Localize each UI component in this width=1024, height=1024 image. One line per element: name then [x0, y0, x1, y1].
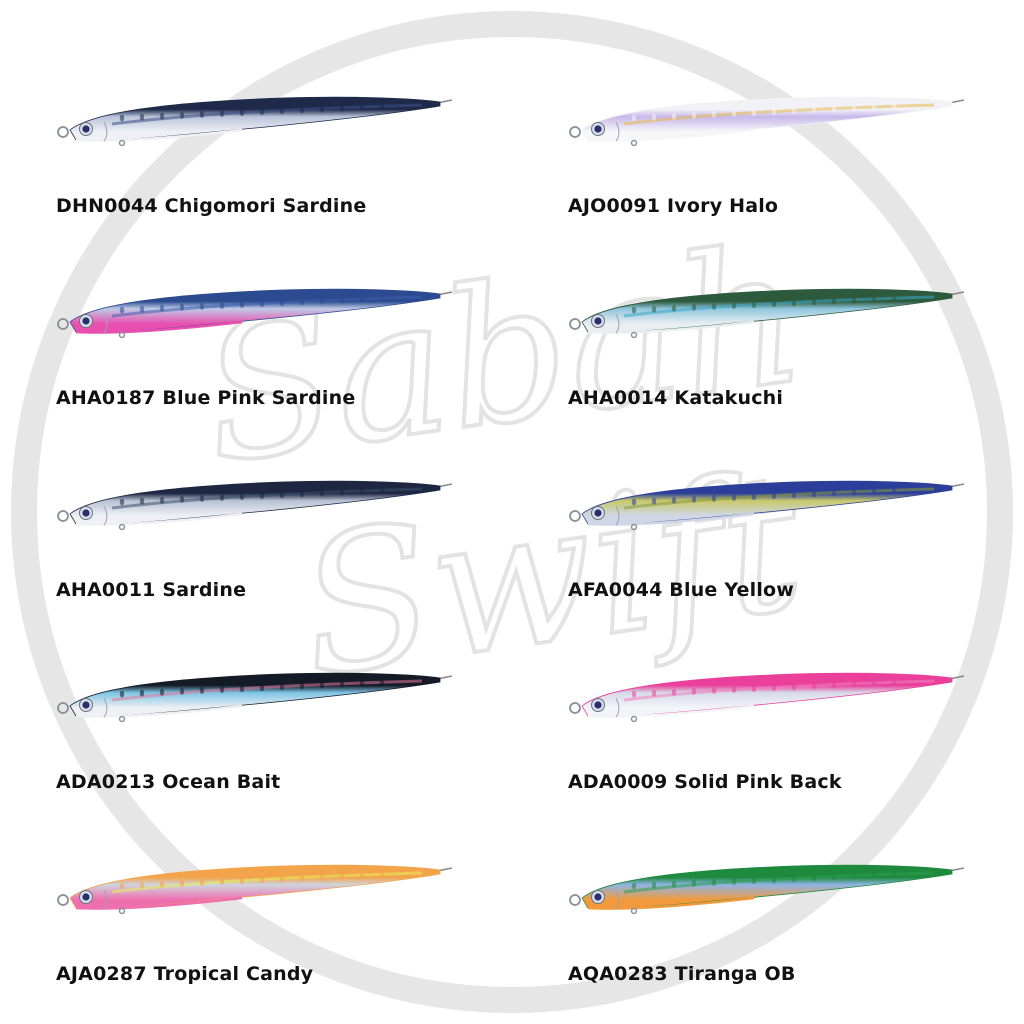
lure-item[interactable]: DHN0044 Chigomori Sardine [52, 86, 472, 236]
lure-image [569, 864, 965, 915]
lure-label: AQA0283 Tiranga OB [568, 963, 796, 985]
lure-label: ADA0213 Ocean Bait [56, 771, 281, 793]
lure-label: AHA0187 Blue Pink Sardine [56, 387, 356, 409]
lure-item[interactable]: AHA0014 Katakuchi [564, 278, 984, 428]
lure-label: AJA0287 Tropical Candy [56, 963, 314, 985]
lure-image [57, 288, 453, 339]
lure-label: AHA0014 Katakuchi [568, 387, 784, 409]
lure-label: AJO0091 Ivory Halo [568, 195, 779, 217]
lure-image [57, 96, 453, 147]
lure-item[interactable]: ADA0009 Solid Pink Back [564, 662, 984, 812]
lure-image [569, 480, 965, 531]
lure-item[interactable]: AHA0011 Sardine [52, 470, 472, 620]
lure-image [569, 672, 965, 723]
lure-item[interactable]: AHA0187 Blue Pink Sardine [52, 278, 472, 428]
lure-label: AHA0011 Sardine [56, 579, 247, 601]
lure-item[interactable]: AJA0287 Tropical Candy [52, 854, 472, 1004]
lure-label: ADA0009 Solid Pink Back [568, 771, 842, 793]
lure-image [57, 672, 453, 723]
lure-label: DHN0044 Chigomori Sardine [56, 195, 367, 217]
lure-item[interactable]: AFA0044 Blue Yellow [564, 470, 984, 620]
lure-image [57, 864, 453, 915]
lure-item[interactable]: AQA0283 Tiranga OB [564, 854, 984, 1004]
lure-item[interactable]: AJO0091 Ivory Halo [564, 86, 984, 236]
lure-image [569, 96, 965, 147]
lure-image [569, 288, 965, 339]
lure-label: AFA0044 Blue Yellow [568, 579, 795, 601]
lure-item[interactable]: ADA0213 Ocean Bait [52, 662, 472, 812]
lure-image [57, 480, 453, 531]
